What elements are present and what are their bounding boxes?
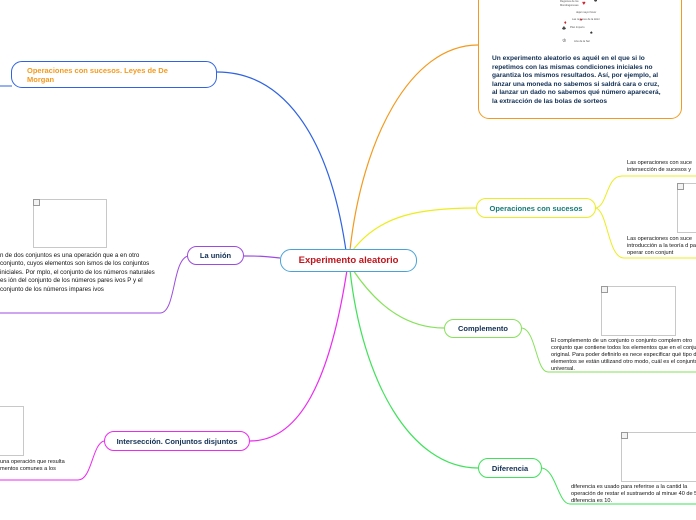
experimento-text-box[interactable]: [478, 0, 682, 119]
connector-complemento: [352, 269, 445, 329]
heart-small-icon: ♥: [580, 17, 583, 22]
text-complemento: El complemento de un conjunto o conjunto…: [551, 338, 696, 372]
connector-diferencia-text: [541, 467, 696, 505]
connector-interseccion-text: [0, 440, 105, 481]
central-node[interactable]: Experimento aleatorio: [280, 249, 417, 272]
connector-union: [243, 255, 281, 259]
node-complemento-label: Complemento: [457, 324, 508, 333]
spade-icon: ♠: [594, 0, 598, 4]
text-operaciones-1: Las operaciones con suce intersección de…: [627, 160, 692, 173]
text-interseccion: una operación que resulta mentos comunes…: [0, 459, 65, 472]
diagram-label-3: dejar mayor favor: [576, 11, 597, 14]
image-interseccion: [0, 406, 24, 456]
diagram-label-6: Arte de la Sal: [574, 40, 590, 43]
node-operaciones-label: Operaciones con sucesos: [489, 203, 583, 213]
experimento-diagram: Regiones de los Mondragoneses dejar mayo…: [552, 0, 604, 46]
spade-small-icon: ♠: [590, 30, 593, 36]
connector-operaciones-down: [595, 207, 696, 259]
connector-diferencia: [349, 269, 479, 469]
text-union: n de dos conjuntos es una operación que …: [0, 252, 155, 293]
text-experimento: Un experimento aleatorio es aquél en el …: [492, 55, 661, 105]
node-diferencia-label: Diferencia: [491, 463, 529, 473]
node-interseccion[interactable]: Intersección. Conjuntos disjuntos: [104, 431, 250, 451]
node-interseccion-label: Intersección. Conjuntos disjuntos: [116, 436, 238, 446]
node-operaciones-leyes[interactable]: Operaciones con sucesos. Leyes de De Mor…: [11, 61, 217, 88]
connector-interseccion: [249, 269, 348, 442]
crown-icon: ♔: [562, 38, 567, 44]
connector-leyes: [216, 71, 348, 259]
text-operaciones-2: Las operaciones con suce introducción a …: [627, 236, 696, 256]
connector-operaciones: [352, 207, 477, 251]
image-operaciones: [677, 183, 696, 233]
image-diferencia: [621, 432, 696, 482]
node-la-union[interactable]: La unión: [187, 246, 244, 265]
node-diferencia[interactable]: Diferencia: [478, 458, 542, 478]
node-operaciones[interactable]: Operaciones con sucesos: [476, 198, 596, 218]
image-complemento: [601, 286, 676, 336]
text-diferencia: diferencia es usado para referirse a la …: [571, 484, 696, 504]
connector-experimento: [349, 44, 479, 251]
connector-operaciones-up: [595, 175, 696, 209]
diamond-icon: ♦: [564, 20, 567, 26]
central-node-label: Experimento aleatorio: [298, 255, 399, 266]
heart-icon: ♥: [582, 1, 586, 7]
club-icon: ♣: [562, 26, 566, 32]
image-union: [33, 199, 107, 248]
diagram-label-5: Plan Imperio: [570, 26, 585, 29]
diagram-label-4: Las regiones de la dolor: [572, 18, 600, 21]
connector-union-text: [0, 255, 189, 314]
node-operaciones-leyes-label: Operaciones con sucesos. Leyes de De Mor…: [27, 65, 168, 84]
diagram-label-2: Mondragoneses: [560, 4, 579, 7]
diagram-label-1: Regiones de los: [560, 0, 579, 3]
connector-complemento-text: [521, 327, 696, 373]
node-la-union-label: La unión: [199, 251, 232, 260]
node-complemento[interactable]: Complemento: [444, 319, 522, 338]
